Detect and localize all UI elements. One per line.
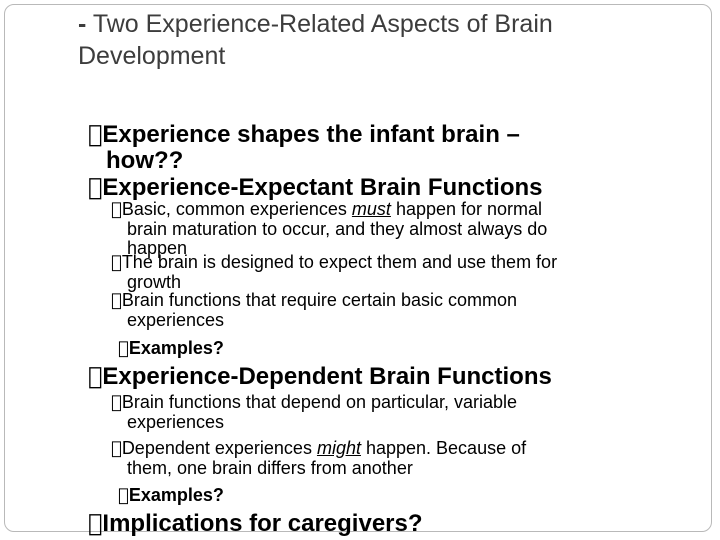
examples-text: Examples? <box>118 338 224 358</box>
bullet-text: Implications for caregivers? <box>88 510 422 537</box>
sub-bullet-require-basic: Brain functions that require certain ba… <box>111 290 671 330</box>
sub-bullet-line2: experiences <box>127 411 225 432</box>
sub-bullet-post: happen for normal <box>380 199 542 219</box>
sub-bullet-pre: Basic, common experiences <box>111 199 347 219</box>
bullet-icon:  <box>88 173 102 201</box>
sub-bullet-dependent-experiences: Dependent experiences might happen. Bec… <box>111 438 671 478</box>
bullet-implications: Implications for caregivers? <box>88 510 688 537</box>
bullet-icon:  <box>111 252 122 273</box>
examples-text: Examples? <box>118 485 224 505</box>
bullet-text: Experience-Expectant Brain Functions <box>88 174 542 201</box>
sub-bullet-pre: Dependent experiences <box>111 438 312 458</box>
bullet-text-line1: Experience shapes the infant brain – <box>88 121 519 148</box>
sub-bullet-line3: happen <box>127 238 188 258</box>
slide-frame <box>4 4 712 532</box>
title-text: Two Experience-Related Aspects of Brain … <box>78 10 553 70</box>
sub-bullet-line2: them, one brain differs from another <box>127 457 413 478</box>
sub-bullet-line1: Brain functions that require certain bas… <box>111 290 517 310</box>
bullet-icon:  <box>111 392 122 413</box>
emphasis-must: must <box>341 199 391 219</box>
sub-bullet-line1: Brain functions that depend on particula… <box>111 392 517 412</box>
bullet-text: Experience-Dependent Brain Functions <box>88 363 551 390</box>
bullet-icon:  <box>88 120 102 148</box>
sub-bullet-designed-to-expect: The brain is designed to expect them an… <box>111 252 671 292</box>
bullet-experience-dependent: Experience-Dependent Brain Functions <box>88 363 688 390</box>
sub-bullet-depend-particular: Brain functions that depend on particul… <box>111 392 671 432</box>
examples-expectant: Examples? <box>118 337 638 360</box>
bullet-icon:  <box>88 362 102 390</box>
sub-bullet-post: happen. Because of <box>350 438 526 458</box>
sub-bullet-basic-common: Basic, common experiences must happen f… <box>111 199 671 259</box>
bullet-icon:  <box>88 509 102 537</box>
emphasis-might: might <box>306 438 361 458</box>
sub-bullet-line2: brain maturation to occur, and they almo… <box>127 218 548 239</box>
title-dash: - <box>78 10 87 38</box>
sub-bullet-line1: The brain is designed to expect them and… <box>111 252 557 272</box>
sub-bullet-line2: experiences <box>127 309 225 330</box>
bullet-icon:  <box>118 338 129 359</box>
examples-dependent: Examples? <box>118 484 638 507</box>
bullet-icon:  <box>111 199 122 220</box>
bullet-experience-expectant: Experience-Expectant Brain Functions <box>88 174 688 201</box>
sub-bullet-line2: growth <box>127 271 182 292</box>
bullet-experience-shapes: Experience shapes the infant brain – ho… <box>88 121 688 174</box>
bullet-text-line2: how?? <box>106 147 184 174</box>
bullet-icon:  <box>111 290 122 311</box>
bullet-icon:  <box>111 438 122 459</box>
bullet-icon:  <box>118 485 129 506</box>
slide-title: - Two Experience-Related Aspects of Brai… <box>78 8 678 72</box>
